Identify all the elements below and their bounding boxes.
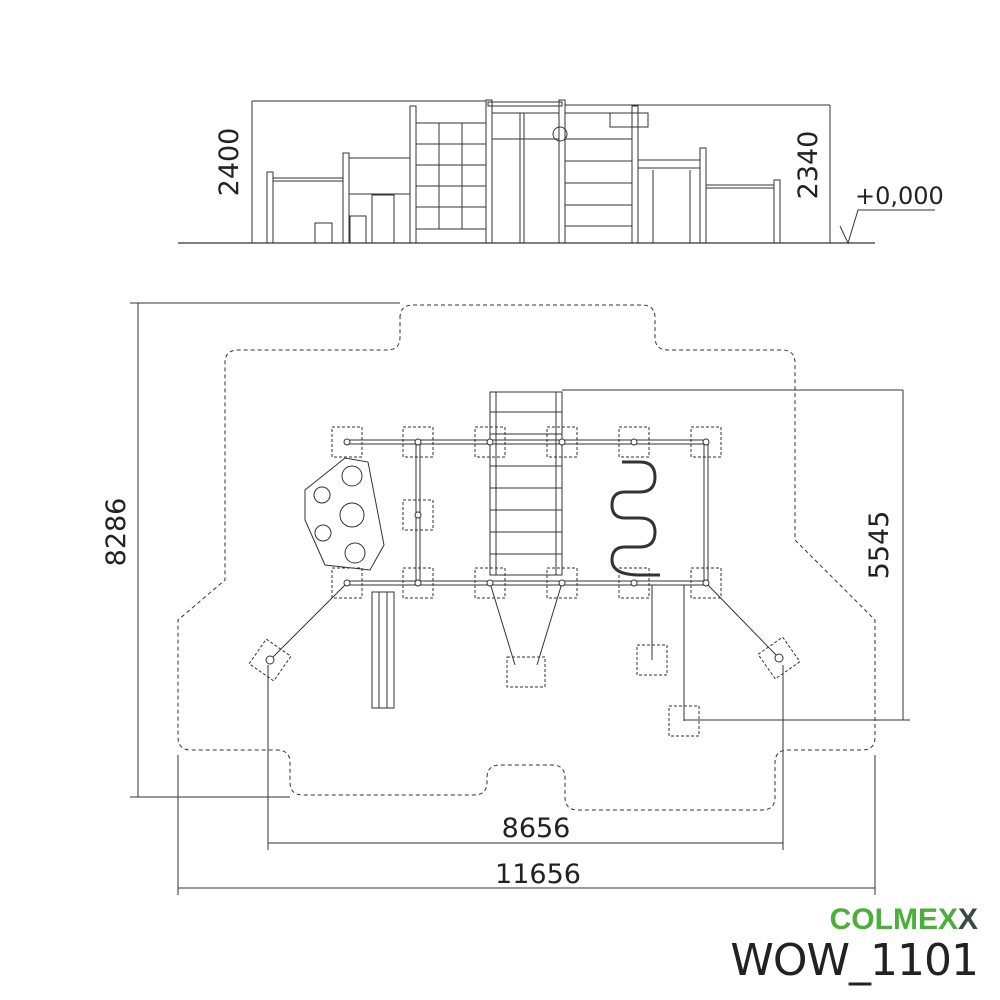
plan-view — [130, 302, 910, 895]
level-marker — [839, 209, 935, 245]
horizontal-ladder — [489, 389, 903, 576]
logo-suffix: X — [957, 903, 978, 936]
level-label: +0,000 — [855, 182, 944, 210]
equipment-width-dimension: 8656 — [502, 813, 571, 844]
elevation-view — [178, 99, 935, 245]
model-code: WOW_1101 — [730, 935, 979, 986]
safety-zone-outline — [177, 304, 876, 811]
snake-bar — [610, 460, 660, 577]
frame-bars — [269, 439, 780, 721]
climbing-net — [415, 122, 487, 230]
climbing-wall — [304, 457, 385, 571]
brand-logo: COLMEXX — [830, 903, 978, 937]
logo-text: COLMEX — [829, 903, 958, 936]
climbing-holds — [313, 465, 366, 564]
plan-dimension-lines — [130, 302, 910, 895]
posts — [265, 438, 784, 665]
overall-width-dimension: 11656 — [495, 859, 581, 890]
equipment-depth-dimension: 5545 — [864, 511, 895, 580]
bench — [371, 591, 395, 709]
overall-depth-dimension: 8286 — [101, 498, 132, 567]
height-dimension-2400: 2400 — [214, 128, 245, 197]
height-dimension-2340: 2340 — [793, 131, 824, 200]
